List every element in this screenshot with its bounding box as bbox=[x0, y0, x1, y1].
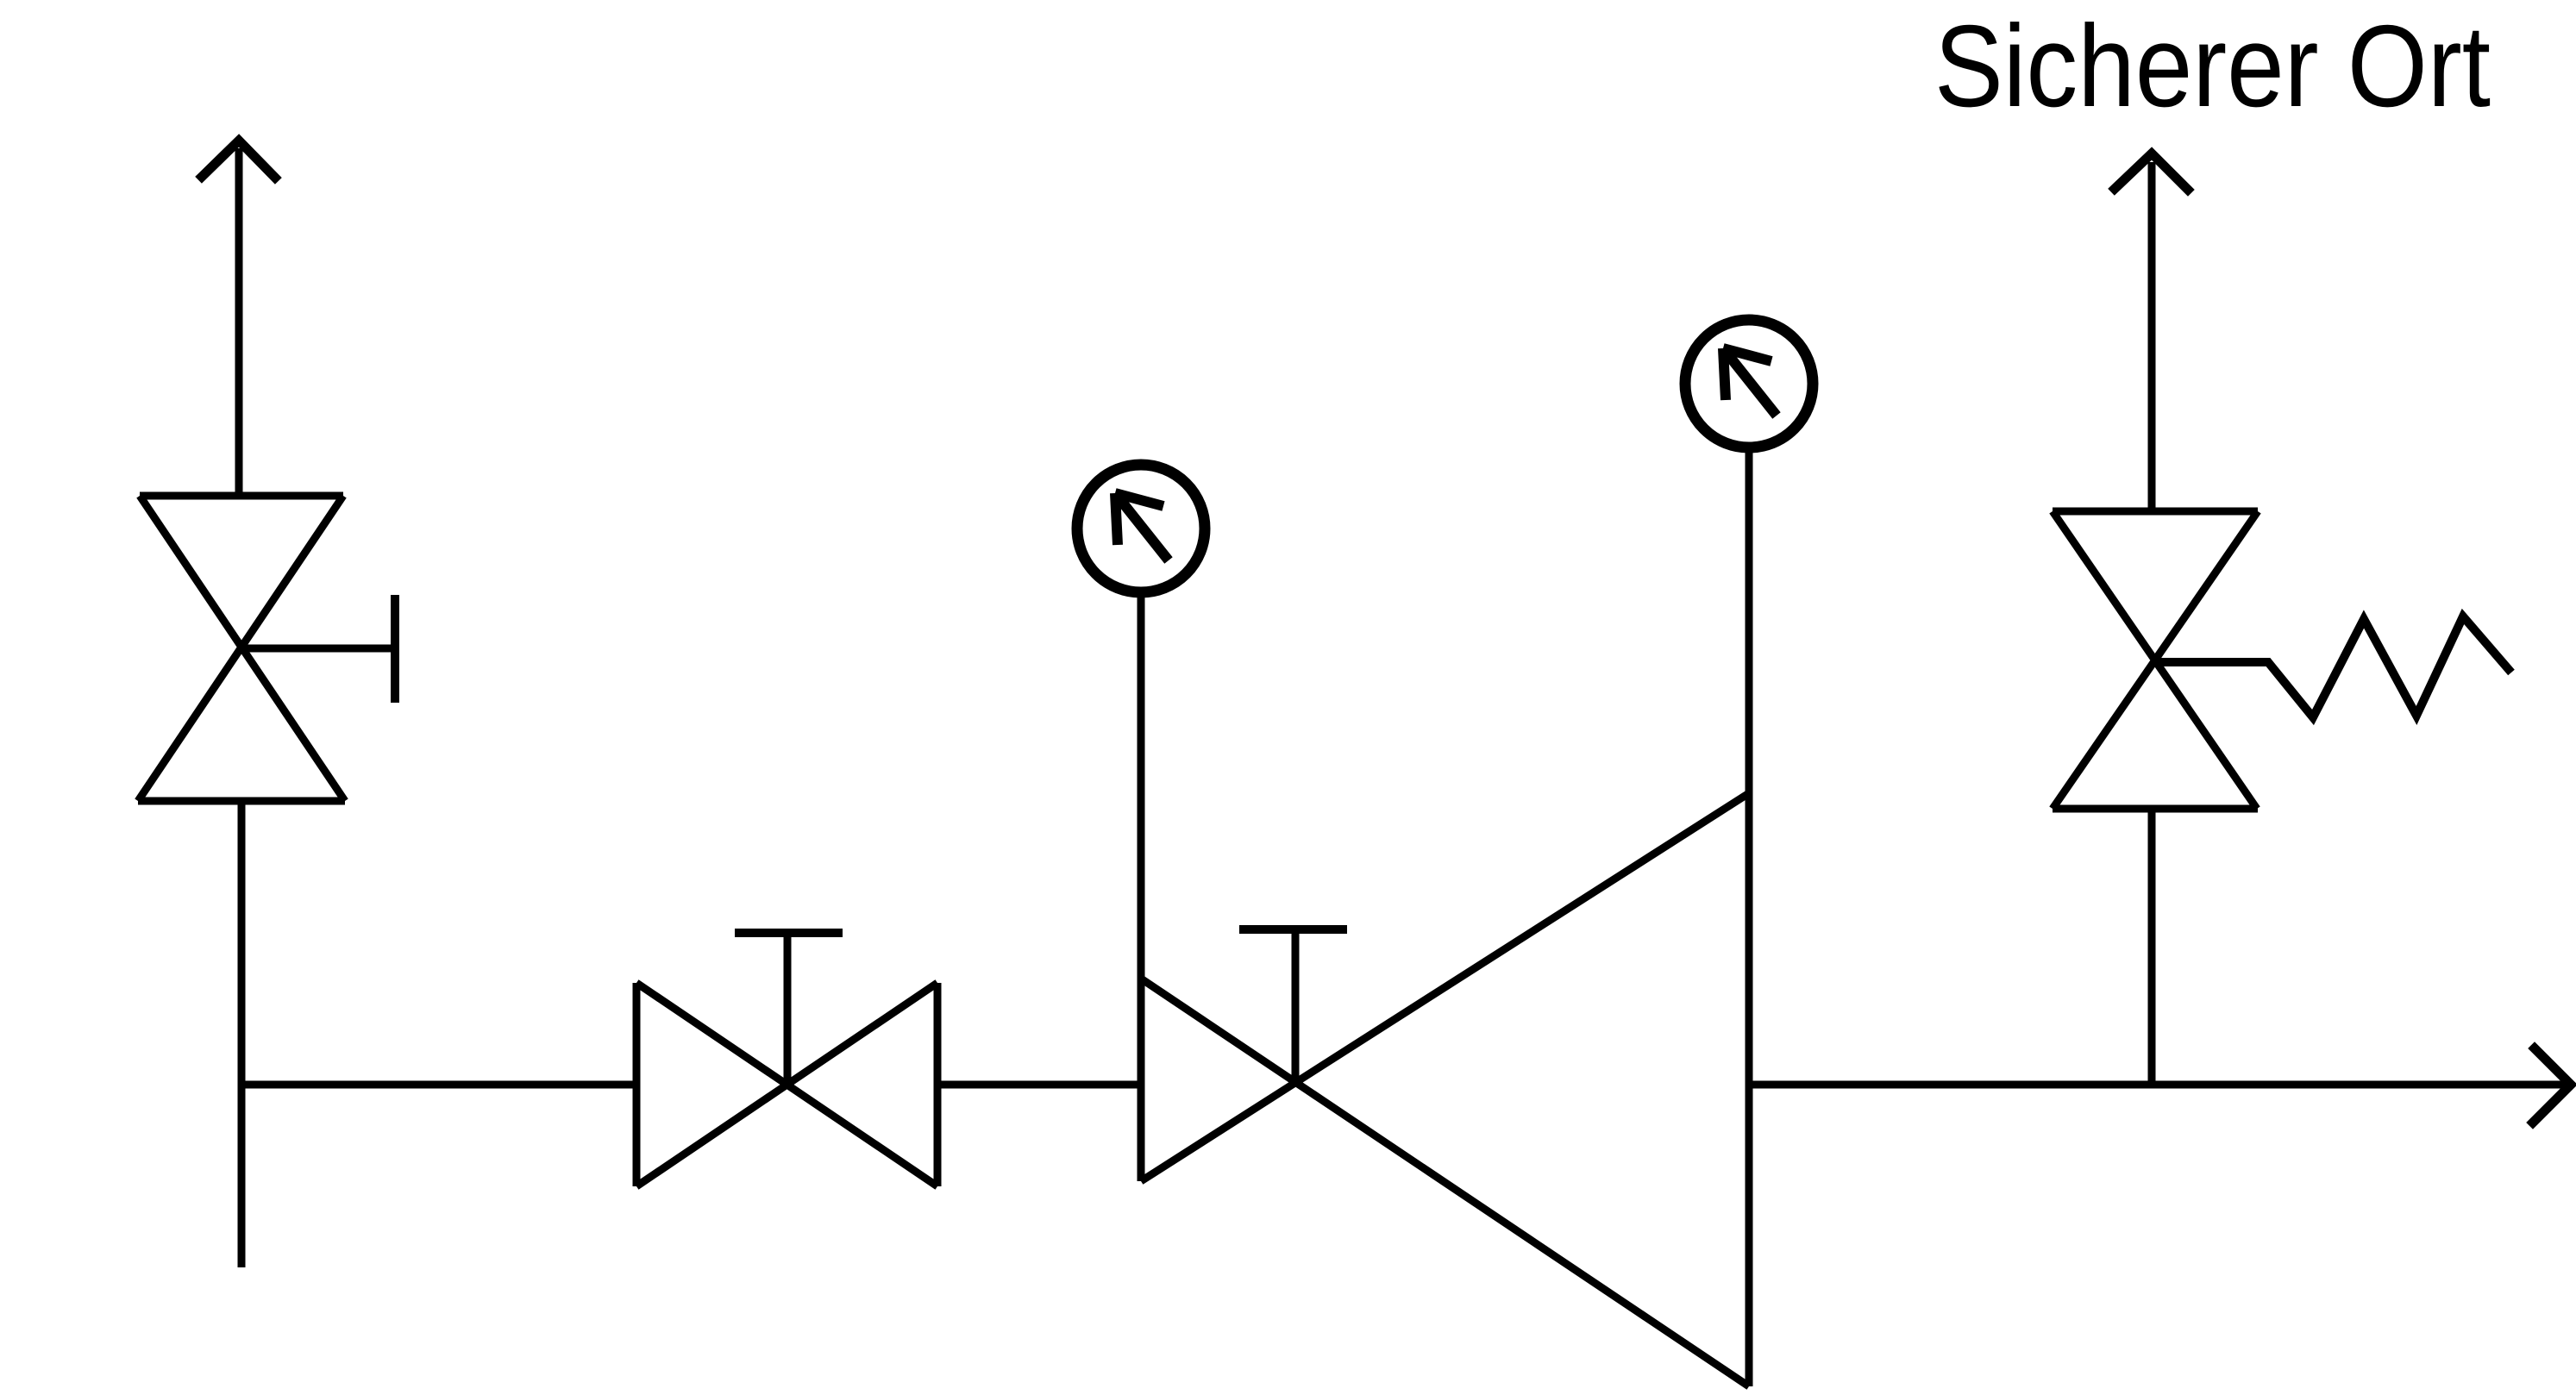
gauge-icon bbox=[1077, 465, 1205, 592]
shutoff-valve-left bbox=[135, 491, 399, 805]
vent-to-safe-location: Sicherer Ort bbox=[1934, 1, 2491, 511]
hand-valve bbox=[632, 929, 942, 1190]
pressure-gauge-1 bbox=[1077, 465, 1205, 979]
vent-line-left bbox=[195, 134, 282, 496]
control-valve-with-expansion-cone bbox=[1137, 790, 1753, 1390]
spring-icon bbox=[2155, 608, 2515, 726]
pressure-gauge-2 bbox=[1685, 320, 1813, 793]
main-flow-outlet bbox=[1749, 1042, 2576, 1129]
gauge-icon bbox=[1685, 320, 1813, 447]
up-arrow-icon bbox=[195, 134, 282, 185]
safety-relief-valve bbox=[2049, 507, 2515, 1085]
up-arrow-icon bbox=[2108, 147, 2195, 197]
right-arrow-icon bbox=[2526, 1042, 2576, 1129]
cone-upper-line bbox=[1138, 790, 1752, 1185]
cone-lower-line bbox=[1138, 975, 1752, 1390]
safe-location-label: Sicherer Ort bbox=[1934, 1, 2491, 131]
